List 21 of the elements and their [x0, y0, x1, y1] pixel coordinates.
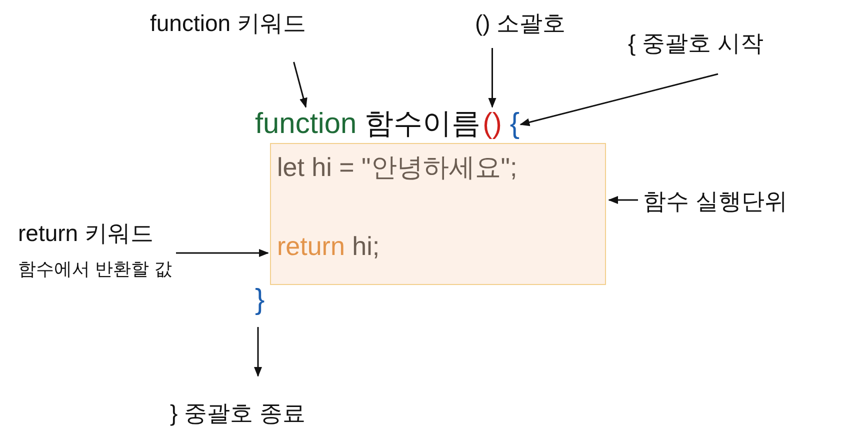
arrow: [608, 196, 638, 204]
function-name-text: 함수이름: [364, 107, 481, 142]
keyword-text: function: [255, 108, 357, 141]
annotation-label: } 중괄호 종료: [170, 398, 306, 429]
annotation-label: return 키워드: [18, 219, 154, 248]
code-line: return hi;: [277, 231, 381, 262]
arrow: [488, 48, 496, 108]
brace-text: {: [510, 108, 520, 141]
brace-text: }: [255, 284, 265, 317]
annotation-label: function 키워드: [150, 8, 306, 39]
annotation-label: () 소괄호: [475, 8, 566, 39]
code-block: [270, 143, 606, 285]
annotation-label: { 중괄호 시작: [628, 28, 764, 59]
arrow: [254, 327, 262, 377]
code-line: let hi = "안녕하세요";: [277, 151, 518, 184]
annotation-label: 함수 실행단위: [643, 186, 788, 217]
parentheses-text: (): [482, 108, 502, 141]
annotation-note: 함수에서 반환할 값: [18, 258, 172, 281]
arrow: [520, 73, 718, 126]
arrow: [176, 249, 269, 257]
arrow: [293, 62, 308, 108]
